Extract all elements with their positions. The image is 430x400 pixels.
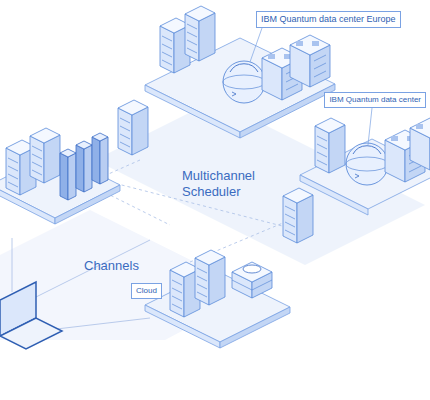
scheduler-rack (283, 188, 313, 243)
server-platform (0, 128, 120, 224)
laptop (0, 282, 62, 349)
datacenter-platform (300, 108, 430, 215)
tag-text: IBM Quantum data center (329, 95, 421, 105)
region-label: Multichannel Scheduler (182, 168, 292, 201)
tag-text: IBM Quantum data center Europe (261, 14, 396, 25)
tag-box: IBM Quantum data center (324, 92, 426, 108)
tag-text: Cloud (136, 286, 157, 296)
tag-box: IBM Quantum data center Europe (256, 11, 401, 28)
tag-box: Cloud (131, 283, 162, 299)
scheduler-rack (118, 100, 148, 155)
cloud-platform (145, 250, 290, 348)
region-label: Channels (84, 258, 174, 274)
